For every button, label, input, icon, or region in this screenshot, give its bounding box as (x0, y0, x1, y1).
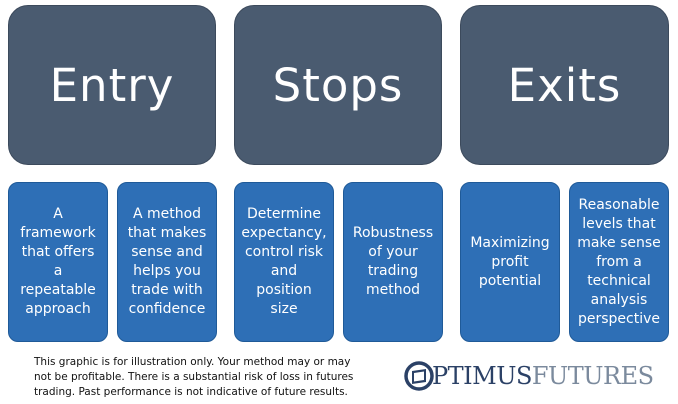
stops-box-robustness: Robustness of your trading method (343, 182, 443, 342)
exits-box-reasonable: Reasonable levels that make sense from a… (569, 182, 669, 342)
logo-name-futures: FUTURES (531, 362, 654, 390)
exits-box-maximizing: Maximizing profit potential (460, 182, 560, 342)
optimus-logo-mark-icon (404, 361, 434, 391)
entry-box-method: A method that makes sense and helps you … (117, 182, 217, 342)
header-stops: Stops (234, 5, 442, 165)
stops-box-expectancy: Determine expectancy, control risk and p… (234, 182, 334, 342)
header-entry: Entry (8, 5, 216, 165)
disclaimer-text: This graphic is for illustration only. Y… (34, 356, 354, 398)
logo-name-optimus: PTIMUS (432, 362, 532, 390)
optimus-futures-logo: PTIMUS FUTURES (404, 360, 654, 392)
entry-box-framework: A framework that offers a repeatable app… (8, 182, 108, 342)
header-exits: Exits (460, 5, 669, 165)
